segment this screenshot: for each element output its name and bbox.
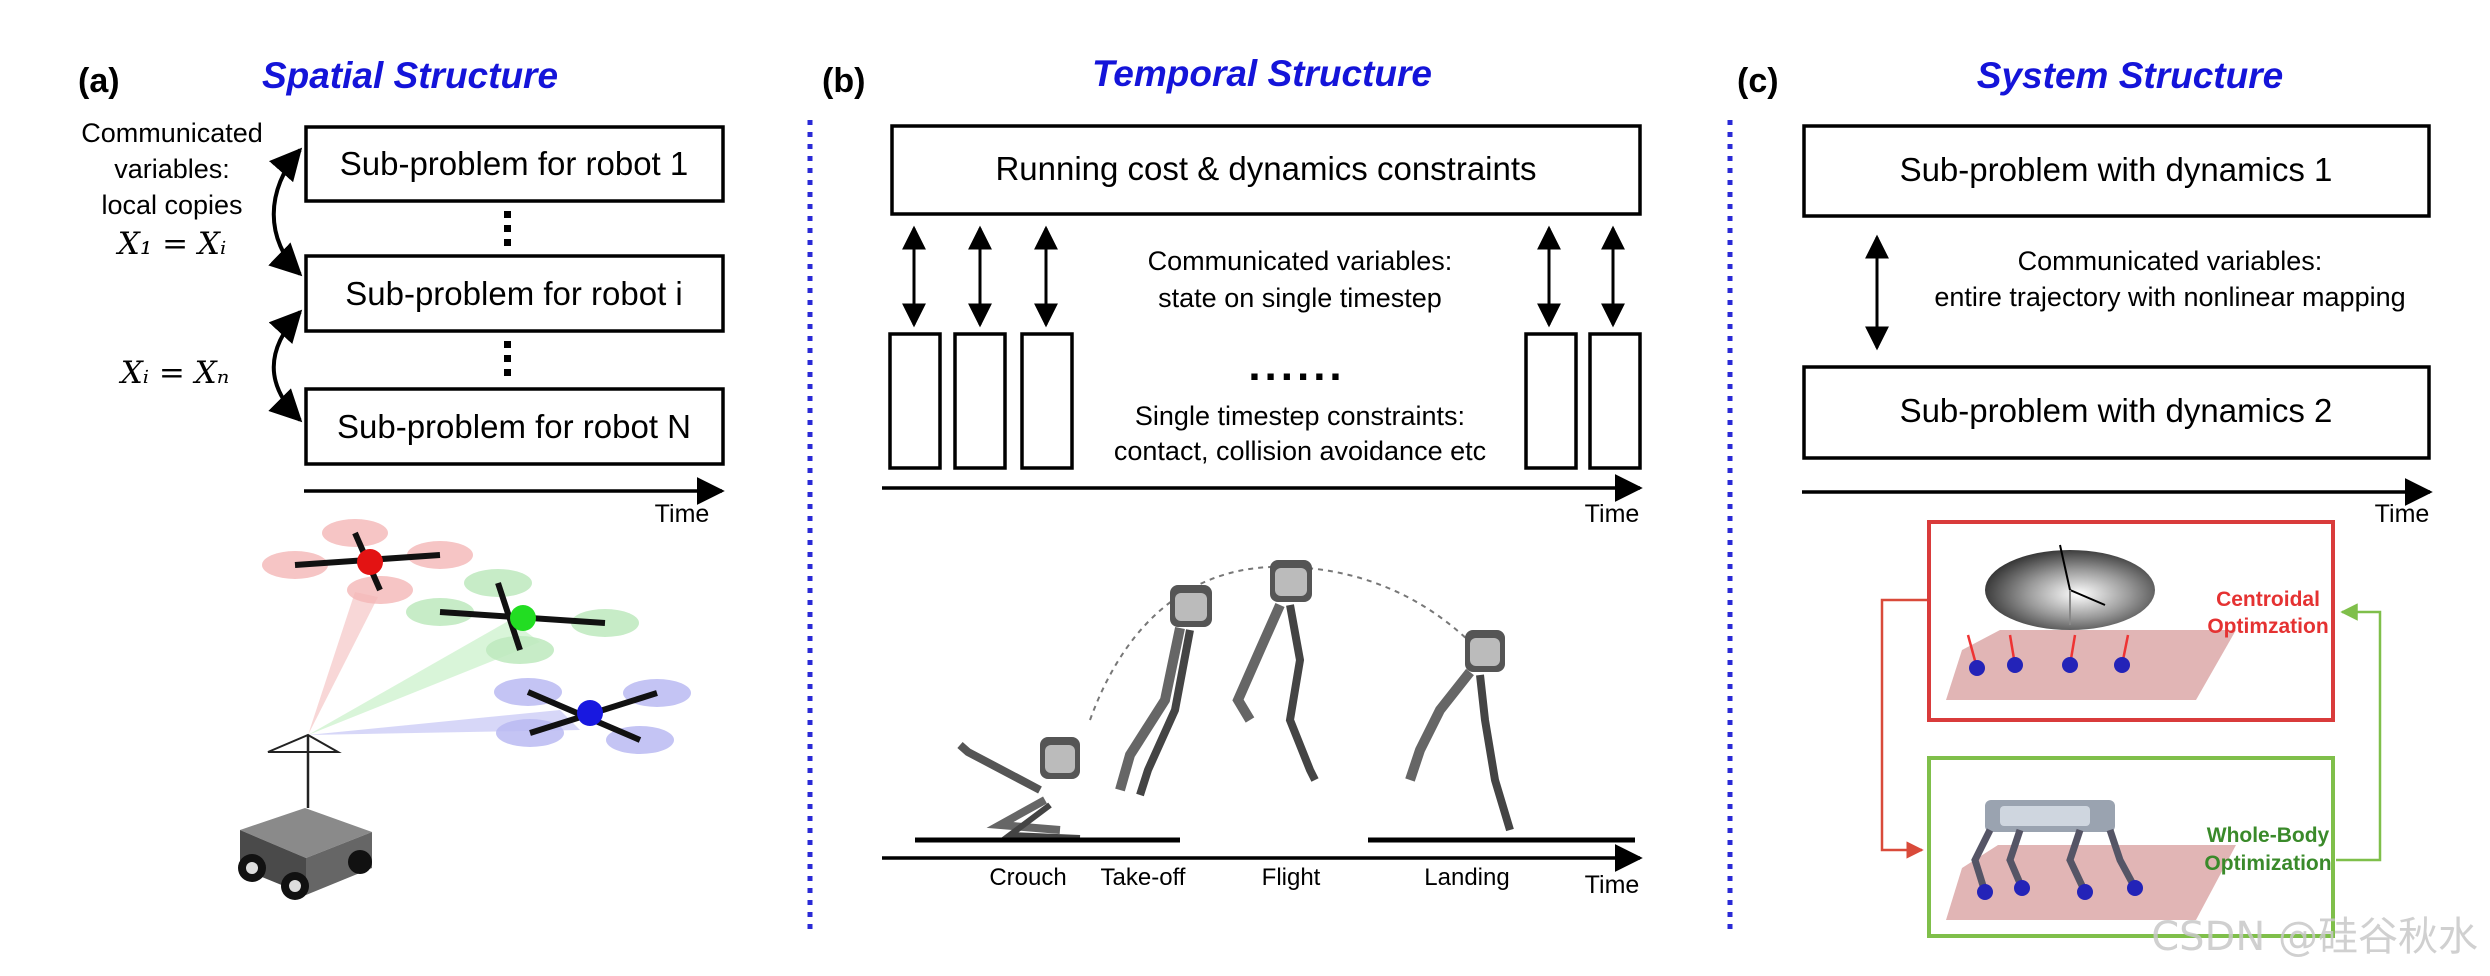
- running-cost-box: [890, 124, 1642, 216]
- communicated-c-line-1: Communicated variables:: [2018, 246, 2323, 276]
- panel-a-title: Spatial Structure: [262, 55, 558, 96]
- panel-a-letter: (a): [78, 62, 120, 100]
- watermark-text: CSDN @硅谷秋水: [2151, 914, 2478, 960]
- robot-landing-icon: [1405, 630, 1514, 832]
- ground-vehicle-icon: [238, 733, 372, 900]
- communicated-line-2: variables:: [114, 154, 230, 184]
- communicated-b-line-2: state on single timestep: [1158, 283, 1442, 313]
- time-label-c: Time: [2375, 500, 2430, 528]
- box-robot-1-label: Sub-problem for robot 1: [340, 145, 689, 182]
- box-robot-1: [304, 125, 725, 203]
- phase-flight: Flight: [1262, 864, 1321, 891]
- curved-arrow-lower: [268, 309, 303, 423]
- dynamics-2-box: [1802, 365, 2431, 460]
- phase-crouch: Crouch: [989, 864, 1066, 891]
- centroidal-label-1: Centroidal: [2216, 588, 2320, 611]
- loop-arrow-green: [2336, 603, 2382, 862]
- constraints-line-2: contact, collision avoidance etc: [1114, 436, 1486, 466]
- panel-b-letter: (b): [822, 62, 865, 100]
- green-drone-icon: [406, 569, 639, 664]
- communicated-c-line-2: entire trajectory with nonlinear mapping: [1934, 282, 2405, 312]
- equation-xi-xn: Xᵢ = Xₙ: [119, 355, 230, 391]
- jumping-robot-illustration: [957, 560, 1514, 841]
- time-label-a: Time: [655, 500, 710, 528]
- horizontal-ellipsis: ......: [1248, 341, 1345, 390]
- time-label-b-phases: Time: [1585, 871, 1640, 899]
- panel-b-title: Temporal Structure: [1092, 53, 1432, 94]
- panel-c-title: System Structure: [1977, 55, 2283, 96]
- panel-a: (a) Spatial Structure Communicated varia…: [78, 55, 725, 900]
- box-robot-n: [304, 387, 725, 466]
- curved-arrow-upper: [268, 147, 303, 277]
- timestep-boxes: [888, 332, 1642, 470]
- wholebody-label-2: Optimization: [2204, 852, 2331, 875]
- box-robot-i: [304, 254, 725, 333]
- robot-takeoff-icon: [1115, 585, 1212, 797]
- timestep-arrows: [902, 225, 1625, 328]
- running-cost-label: Running cost & dynamics constraints: [995, 150, 1536, 187]
- centroidal-illustration: [1946, 544, 2236, 700]
- robot-flight-icon: [1232, 560, 1319, 782]
- centroidal-label-2: Optimzation: [2207, 615, 2328, 638]
- phase-landing: Landing: [1424, 864, 1509, 891]
- loop-arrow-red: [1880, 598, 1928, 859]
- panel-b: (b) Temporal Structure Running cost & dy…: [822, 53, 1643, 899]
- multi-robot-illustration: [238, 519, 691, 900]
- panel-c-letter: (c): [1737, 62, 1779, 100]
- panel-c: (c) System Structure Sub-problem with dy…: [1737, 55, 2433, 938]
- robot-crouch-icon: [957, 737, 1081, 841]
- communicated-variables-label: Communicated variables: local copies: [81, 118, 263, 220]
- dynamics-1-box: [1802, 124, 2431, 218]
- wholebody-label-1: Whole-Body: [2207, 824, 2330, 847]
- communicated-b-line-1: Communicated variables:: [1148, 246, 1453, 276]
- dynamics-1-label: Sub-problem with dynamics 1: [1900, 151, 2333, 188]
- red-drone-icon: [262, 519, 473, 604]
- vertical-ellipsis-lower: [504, 341, 511, 376]
- time-label-b: Time: [1585, 500, 1640, 528]
- communicated-line-1: Communicated: [81, 118, 263, 148]
- dynamics-2-label: Sub-problem with dynamics 2: [1900, 392, 2333, 429]
- blue-drone-icon: [494, 678, 691, 754]
- box-robot-i-label: Sub-problem for robot i: [345, 275, 683, 312]
- constraints-line-1: Single timestep constraints:: [1135, 401, 1465, 431]
- equation-x1-xi: X₁ = Xᵢ: [116, 226, 227, 262]
- phase-takeoff: Take-off: [1101, 864, 1186, 891]
- vertical-ellipsis-upper: [504, 211, 511, 246]
- communicated-line-3: local copies: [101, 190, 242, 220]
- box-robot-n-label: Sub-problem for robot N: [337, 408, 691, 445]
- wholebody-illustration: [1946, 800, 2236, 920]
